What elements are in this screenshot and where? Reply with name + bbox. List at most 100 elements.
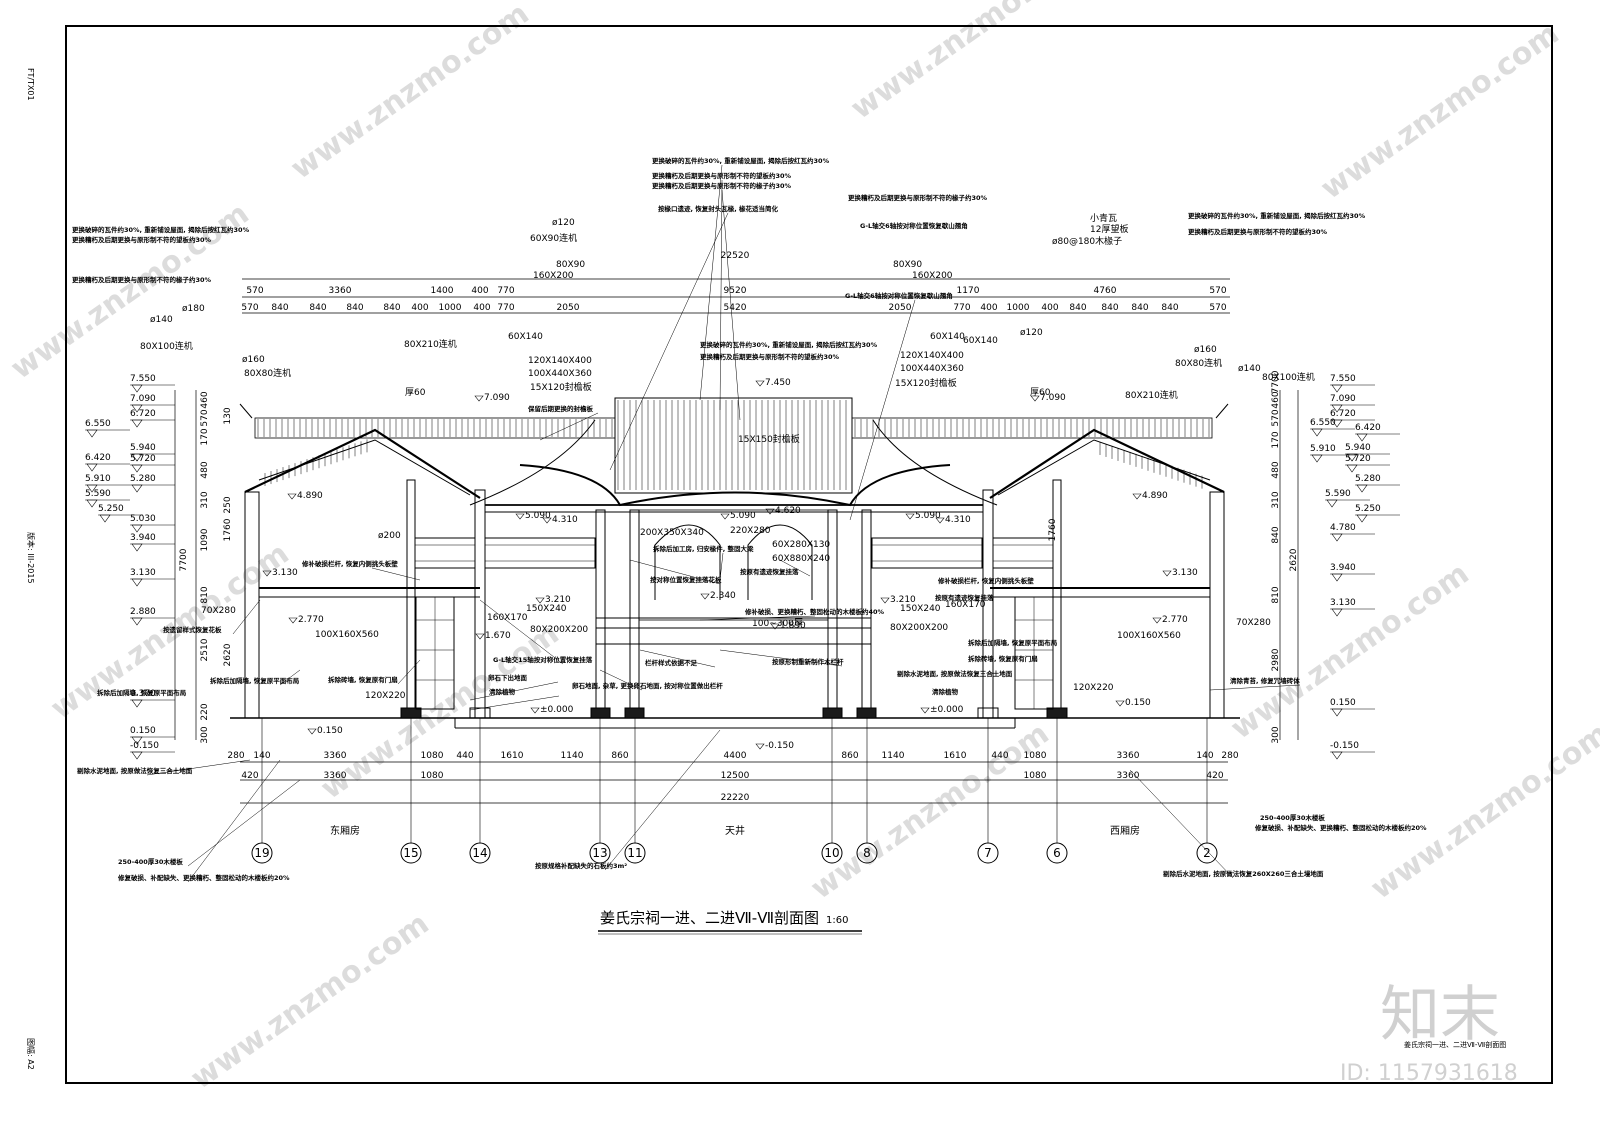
level-right: 4.780 xyxy=(1330,523,1356,533)
dim-left-value: 310 xyxy=(200,491,210,508)
level-left: 3.940 xyxy=(130,533,156,543)
leader-line xyxy=(699,615,816,621)
member-label: 小青瓦 xyxy=(1090,212,1117,224)
dim-bottom-value: 140 xyxy=(253,751,270,761)
member-label: 100X440X360 xyxy=(900,364,964,374)
member-label: 120X220 xyxy=(1073,683,1114,693)
level-marker xyxy=(1356,514,1368,523)
building-section xyxy=(230,397,1240,729)
dim-top-value: 840 xyxy=(383,303,400,313)
dim-bottom-value: 860 xyxy=(611,751,628,761)
leader-line xyxy=(397,659,421,685)
leader-line xyxy=(639,649,716,668)
level-right: -0.150 xyxy=(1330,741,1359,751)
level-marker xyxy=(920,707,930,714)
leader-line xyxy=(609,212,729,471)
member-label: 80X100连机 xyxy=(140,340,193,352)
level-marker xyxy=(700,593,710,600)
dim-right-value: 300 xyxy=(1271,726,1281,743)
member-label: ø200 xyxy=(378,531,401,541)
axis-bubble-label: 8 xyxy=(863,846,871,860)
sheet-border xyxy=(65,25,1553,1084)
note-text: 更换糟朽及后期更换与原形制不符的望板约30% xyxy=(700,352,840,361)
dim-bottom-value: 420 xyxy=(1206,771,1223,781)
level-inner: 1.670 xyxy=(485,631,511,641)
level-left: 2.880 xyxy=(130,607,156,617)
axis-bubble xyxy=(589,842,611,864)
leader-line xyxy=(721,189,741,421)
level-marker xyxy=(131,751,143,760)
member-label: 80X90 xyxy=(556,260,585,270)
level-marker xyxy=(131,524,143,533)
member-label: 15X120封檐板 xyxy=(895,377,957,389)
dim-bottom-value: 1140 xyxy=(882,751,905,761)
leader-line xyxy=(371,567,421,581)
note-text: 更换糟朽及后期更换与原形制不符的望板约30% xyxy=(1188,227,1328,236)
dim-bottom-value: 1080 xyxy=(421,751,444,761)
axis-bubble-label: 10 xyxy=(824,846,839,860)
note-text: G-L轴交6轴按对称位置恢复歇山翘角 xyxy=(845,291,953,300)
dim-right-value: 2620 xyxy=(1289,548,1299,571)
dim-left-value: 480 xyxy=(200,461,210,478)
dim-top-value: 840 xyxy=(1069,303,1086,313)
note-text: 更换破碎的瓦件约30%, 重新铺设屋面, 揭除后按红瓦约30% xyxy=(1188,211,1366,220)
level-inner: 7.090 xyxy=(484,393,510,403)
member-label: 15X150封檐板 xyxy=(738,433,800,445)
dim-right-value: 7700 xyxy=(1271,370,1281,393)
note-text: 修补破损栏杆, 恢复内侧挑头板壁 xyxy=(937,576,1034,585)
dim-left-value: 7700 xyxy=(179,548,189,571)
member-label: 100X440X360 xyxy=(528,369,592,379)
level-left: 5.030 xyxy=(130,514,156,524)
level-marker xyxy=(131,617,143,626)
member-label: 70X280 xyxy=(1236,618,1271,628)
level-left: 0.150 xyxy=(130,726,156,736)
dim-left-vertical: 3002202510810109031048017057046077001302… xyxy=(179,391,233,743)
dim-right-value: 840 xyxy=(1271,526,1281,543)
level-marker xyxy=(131,578,143,587)
axis-bubble xyxy=(251,842,273,864)
leader-line xyxy=(479,599,564,665)
dim-left-value: 1760 xyxy=(223,518,233,541)
axis-bubble xyxy=(624,842,646,864)
dim-top-value: 840 xyxy=(309,303,326,313)
dim-left-value: 220 xyxy=(200,703,210,720)
level-right: 7.090 xyxy=(1330,394,1356,404)
level-marker xyxy=(131,484,143,493)
dim-bottom-value: 12500 xyxy=(721,771,750,781)
dim-bottom-value: 140 xyxy=(1196,751,1213,761)
level-marker xyxy=(880,597,890,604)
member-label: 80X210连机 xyxy=(404,338,457,350)
level-marker xyxy=(905,513,915,520)
axis-bubble-label: 19 xyxy=(254,846,269,860)
dim-right-value: 810 xyxy=(1271,586,1281,603)
level-marker xyxy=(1331,573,1343,582)
member-label: 160X200 xyxy=(533,271,574,281)
dim-top-value: 4760 xyxy=(1094,286,1117,296)
level-marker xyxy=(475,633,485,640)
note-text: 更换糟朽及后期更换与原形制不符的望板约30% xyxy=(72,235,212,244)
room-label-east-wing: 东厢房 xyxy=(330,824,360,837)
dim-bottom-value: 1080 xyxy=(421,771,444,781)
dim-left-value: 2620 xyxy=(223,643,233,666)
level-marker xyxy=(262,570,272,577)
level-right: 6.720 xyxy=(1330,409,1356,419)
dim-left-value: 250 xyxy=(223,496,233,513)
image-id: ID: 1157931618 xyxy=(1340,1061,1518,1086)
level-right: 3.130 xyxy=(1330,598,1356,608)
level-left: 3.130 xyxy=(130,568,156,578)
member-label: ø120 xyxy=(552,218,575,228)
level-inner: 3.210 xyxy=(890,595,916,605)
level-marker xyxy=(131,699,143,708)
level-marker xyxy=(1331,708,1343,717)
dim-top-value: 570 xyxy=(1209,286,1226,296)
level-marker xyxy=(1132,493,1142,500)
note-text: 拆除砖墙, 恢复原有门扇 xyxy=(968,654,1038,663)
note-text: 更换糟朽及后期更换与原形制不符的椽子约30% xyxy=(848,193,988,202)
level-inner: 5.090 xyxy=(915,511,941,521)
level-marker xyxy=(755,743,765,750)
level-inner: ±0.000 xyxy=(540,705,574,715)
member-label: 60X280X130 xyxy=(772,540,830,550)
